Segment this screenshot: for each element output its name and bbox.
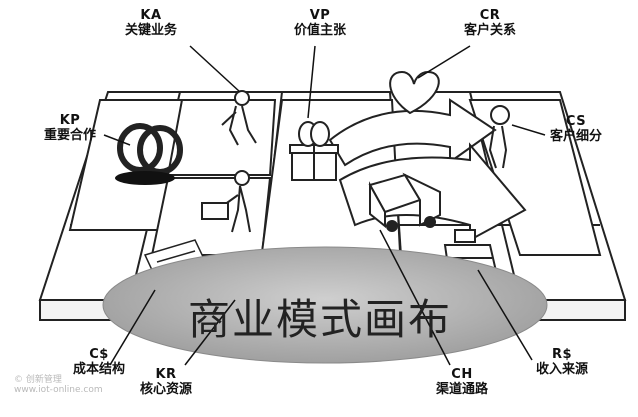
key-partners-code: KP (59, 113, 81, 128)
cost-structure-name: 成本结构 (72, 362, 125, 377)
customer-relationships-code: CR (479, 8, 501, 23)
gift-box-icon (289, 121, 339, 181)
label-key-resources: KR 核心资源 (125, 367, 207, 398)
channels-name: 渠道通路 (435, 382, 488, 397)
cost-structure-code: C$ (89, 347, 109, 362)
customer-segments-code: CS (565, 114, 587, 129)
customer-segments-name: 客户细分 (549, 129, 602, 144)
key-resources-code: KR (155, 367, 177, 382)
rings-shadow (115, 171, 175, 185)
key-partners-name: 重要合作 (43, 128, 96, 143)
revenue-streams-code: R$ (551, 347, 573, 362)
key-activities-name: 关键业务 (124, 23, 177, 38)
label-revenue-streams: R$ 收入来源 (520, 347, 604, 378)
value-propositions-name: 价值主张 (293, 23, 346, 38)
customer-relationships-name: 客户关系 (463, 23, 516, 38)
mover-figure (201, 170, 251, 233)
label-customer-segments: CS 客户细分 (534, 114, 618, 145)
label-value-propositions: VP 价值主张 (275, 8, 365, 39)
canvas-title: 商业模式画布 (187, 295, 452, 344)
watermark-line-2: www.iot-online.com (14, 385, 103, 395)
label-cost-structure: C$ 成本结构 (58, 347, 140, 378)
key-activities-code: KA (140, 8, 162, 23)
key-resources-name: 核心资源 (139, 382, 192, 397)
value-propositions-code: VP (309, 8, 331, 23)
label-key-activities: KA 关键业务 (106, 8, 196, 39)
label-customer-relationships: CR 客户关系 (440, 8, 540, 39)
label-key-partners: KP 重要合作 (30, 113, 110, 144)
truck-icon (368, 172, 441, 232)
watermark-line-1: © 创新管理 (14, 375, 62, 385)
title-oval (102, 246, 548, 364)
customer-figure (488, 105, 510, 169)
heart-icon (389, 70, 440, 115)
revenue-streams-name: 收入来源 (535, 362, 588, 377)
label-channels: CH 渠道通路 (420, 367, 504, 398)
channels-code: CH (451, 367, 473, 382)
leader-lines (103, 45, 546, 366)
worker-figure (221, 90, 257, 146)
